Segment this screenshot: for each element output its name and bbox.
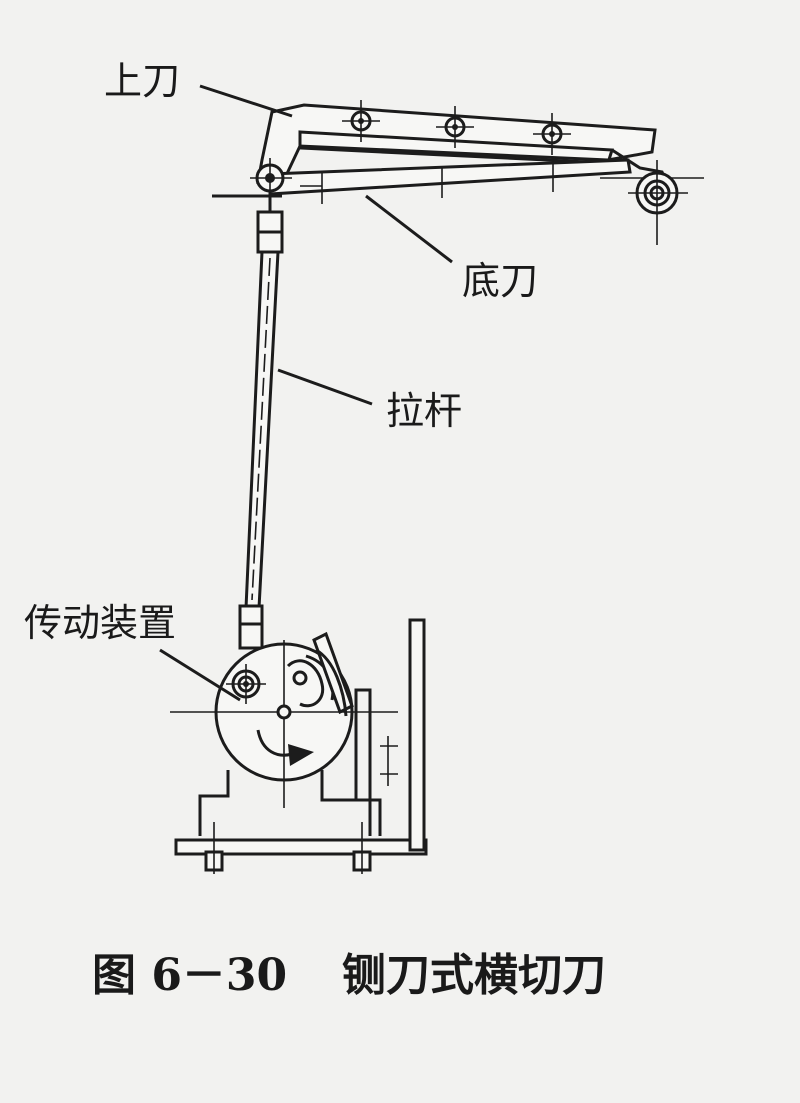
upper-blade xyxy=(256,100,670,187)
bolt-icon xyxy=(342,100,380,142)
transmission-device xyxy=(170,618,428,874)
label-upper-blade: 上刀 xyxy=(104,59,180,103)
figure-number: 图 6－30 xyxy=(92,950,287,1001)
bottom-blade xyxy=(212,158,704,204)
label-pull-rod: 拉杆 xyxy=(386,389,462,433)
pull-rod xyxy=(238,196,284,650)
figure-title: 铡刀式横切刀 xyxy=(342,950,606,1001)
label-transmission: 传动装置 xyxy=(24,601,176,645)
rotation-arrow-icon xyxy=(256,729,314,766)
leader-upper-blade xyxy=(199,84,293,118)
bolt-icon xyxy=(533,113,571,155)
crank-pin-icon xyxy=(226,664,266,704)
label-bottom-blade: 底刀 xyxy=(462,259,538,303)
leader-transmission xyxy=(159,648,241,702)
leader-bottom-blade xyxy=(365,194,453,264)
right-pivot xyxy=(628,160,688,245)
leader-pull-rod xyxy=(277,368,373,406)
bolt-icon xyxy=(436,106,474,148)
left-pivot xyxy=(250,158,292,200)
